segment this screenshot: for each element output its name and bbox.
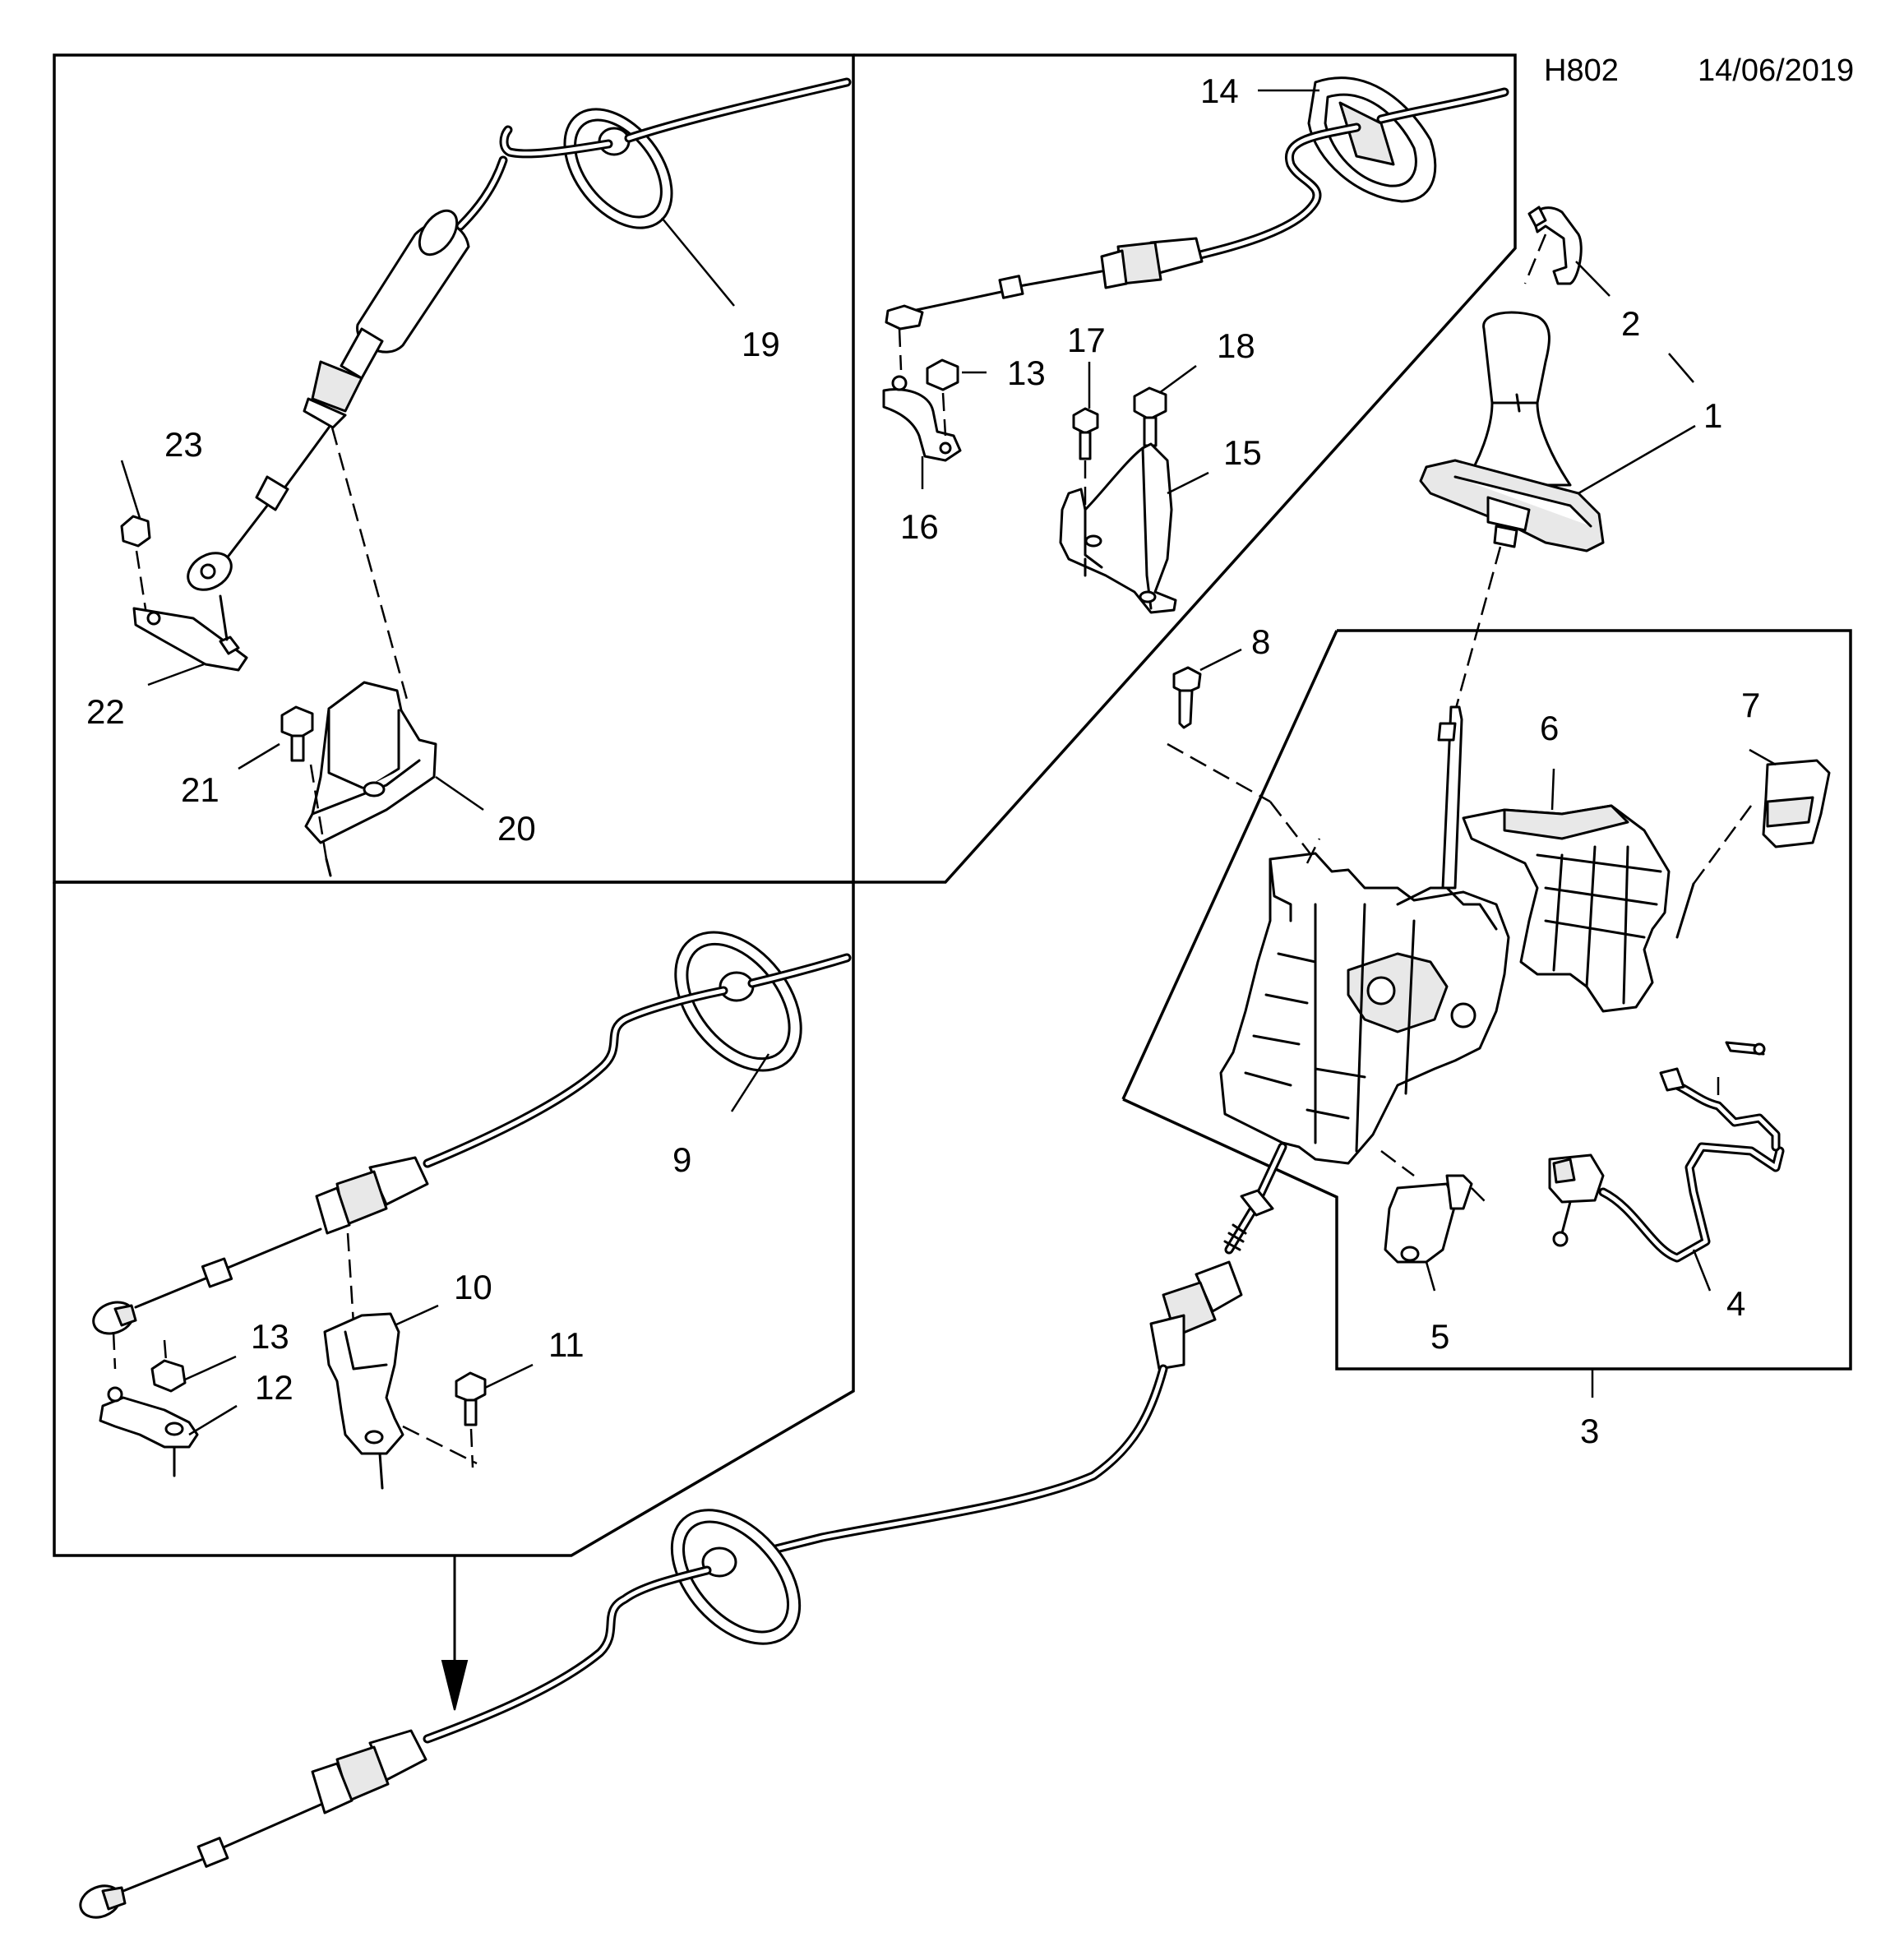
callout-17: 17 bbox=[1067, 321, 1106, 359]
callout-3: 3 bbox=[1580, 1412, 1599, 1450]
callout-10: 10 bbox=[454, 1268, 492, 1306]
main-shift-cable bbox=[79, 1142, 1287, 1919]
panel-assembly-box bbox=[1122, 629, 1852, 1371]
shifter-assembly bbox=[1167, 648, 1831, 1398]
cable-assembly-upper-left bbox=[120, 77, 852, 877]
leader-7 bbox=[1749, 748, 1777, 766]
diagram-code: H802 bbox=[1544, 53, 1619, 88]
leader-9 bbox=[730, 1053, 770, 1112]
callout-14: 14 bbox=[1200, 72, 1239, 110]
grommet-19 bbox=[563, 108, 673, 229]
leader-5 bbox=[1425, 1261, 1436, 1292]
callout-1: 1 bbox=[1703, 396, 1722, 435]
callout-19: 19 bbox=[742, 325, 780, 363]
leader-22 bbox=[147, 663, 205, 686]
leader-2b bbox=[1668, 353, 1694, 383]
diagram-date: 14/06/2019 bbox=[1698, 53, 1854, 88]
panel-upper-right bbox=[853, 53, 1517, 884]
callout-7: 7 bbox=[1741, 686, 1760, 724]
callout-13-lower: 13 bbox=[251, 1317, 289, 1356]
gear-shift-knob bbox=[1419, 206, 1696, 712]
callout-labels: 1 2 3 4 5 6 7 8 9 10 11 12 13 13 14 15 1… bbox=[86, 72, 1760, 1450]
leader-10 bbox=[394, 1304, 439, 1327]
callout-20: 20 bbox=[497, 809, 536, 848]
assembly-box-diagonal bbox=[1121, 630, 1338, 1100]
leader-23 bbox=[120, 460, 141, 519]
panel-frames bbox=[53, 53, 1852, 1557]
arrow-head bbox=[441, 1660, 469, 1711]
callout-2: 2 bbox=[1621, 304, 1640, 343]
callout-9: 9 bbox=[672, 1140, 691, 1179]
callout-5: 5 bbox=[1430, 1317, 1449, 1356]
callout-21: 21 bbox=[181, 770, 220, 809]
leader-11 bbox=[484, 1363, 534, 1389]
callout-4: 4 bbox=[1726, 1284, 1745, 1323]
callout-8: 8 bbox=[1251, 622, 1270, 661]
callout-22: 22 bbox=[86, 692, 125, 731]
callout-23: 23 bbox=[164, 425, 203, 464]
cable-assembly-lower-left bbox=[92, 931, 852, 1490]
cable-assembly-upper-right bbox=[882, 76, 1509, 614]
leader-15 bbox=[1167, 471, 1209, 495]
callout-18: 18 bbox=[1217, 326, 1255, 365]
callout-6: 6 bbox=[1540, 709, 1559, 747]
leader-19 bbox=[661, 217, 735, 307]
callout-12: 12 bbox=[255, 1368, 293, 1407]
grommet-14 bbox=[1307, 76, 1437, 203]
leader-6 bbox=[1550, 768, 1555, 811]
leader-12 bbox=[188, 1404, 238, 1436]
callout-16: 16 bbox=[900, 507, 939, 546]
leader-13-lower bbox=[184, 1355, 237, 1381]
panel-upper-left bbox=[53, 53, 855, 884]
leader-2 bbox=[1575, 261, 1611, 297]
leader-8 bbox=[1199, 648, 1242, 672]
leader-21 bbox=[238, 742, 280, 770]
callout-13-upper: 13 bbox=[1007, 354, 1046, 392]
leader-20 bbox=[435, 775, 484, 811]
leader-18 bbox=[1158, 364, 1197, 395]
panel-lower-left bbox=[53, 881, 855, 1557]
callout-15: 15 bbox=[1223, 433, 1262, 472]
leader-1 bbox=[1578, 424, 1696, 495]
callout-11: 11 bbox=[548, 1325, 585, 1364]
leader-4 bbox=[1692, 1249, 1712, 1292]
